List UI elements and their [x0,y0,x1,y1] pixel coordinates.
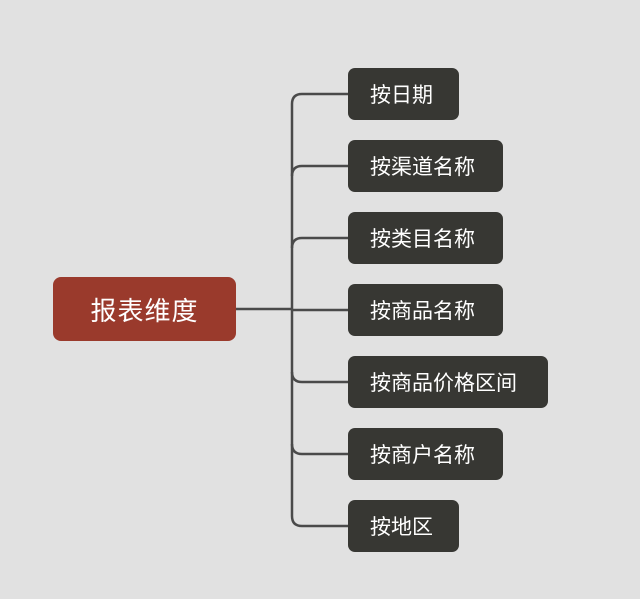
child-node-label: 按商户名称 [370,443,475,467]
child-node-by-category-name[interactable]: 按类目名称 [348,212,503,264]
child-node-label: 按渠道名称 [370,155,475,179]
child-node-by-merchant-name[interactable]: 按商户名称 [348,428,503,480]
child-node-by-product-name[interactable]: 按商品名称 [348,284,503,336]
child-node-by-channel-name[interactable]: 按渠道名称 [348,140,503,192]
child-node-label: 按日期 [370,83,433,107]
root-node-report-dimensions[interactable]: 报表维度 [53,277,236,341]
child-node-label: 按商品名称 [370,299,475,323]
child-node-label: 按商品价格区间 [370,371,517,395]
branch-connector [290,236,348,249]
child-node-label: 按类目名称 [370,227,475,251]
branch-connector [290,164,348,177]
child-node-by-region[interactable]: 按地区 [348,500,459,552]
child-node-by-price-range[interactable]: 按商品价格区间 [348,356,548,408]
branch-connector [290,371,348,384]
child-node-label: 按地区 [370,515,433,539]
root-node-label: 报表维度 [90,296,199,327]
branch-connector [290,443,348,456]
child-node-by-date[interactable]: 按日期 [348,68,459,120]
